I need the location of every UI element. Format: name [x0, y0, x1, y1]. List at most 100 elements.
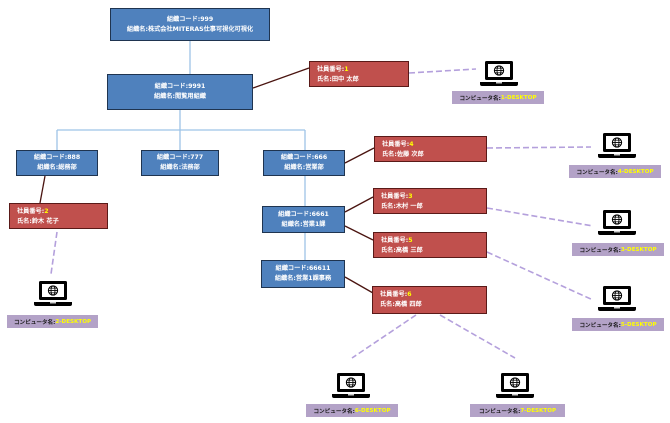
employee-link [344, 225, 374, 241]
computer-name-value: 2-DESKTOP [55, 318, 92, 325]
employee-name-line: 氏名:木村 一郎 [381, 202, 486, 212]
org-name-label: 組織名: [274, 275, 296, 282]
employee-link [39, 175, 46, 204]
computer-name-value: 5-DESKTOP [620, 321, 657, 328]
employee-box-3[interactable]: 社員番号:3 氏名:木村 一郎 [373, 188, 487, 214]
computer-name-prefix: コンピュータ名: [478, 408, 521, 415]
computer-links [50, 68, 594, 359]
computer-name-prefix: コンピュータ名: [579, 247, 621, 254]
computer-link [439, 314, 516, 359]
org-name-value: 法務部 [181, 164, 200, 171]
laptop-globe-icon [33, 279, 73, 309]
employee-box-1[interactable]: 社員番号:1 氏名:田中 太郎 [309, 61, 409, 87]
computer-link [486, 251, 594, 301]
computer-name-prefix: コンピュータ名: [13, 319, 56, 326]
org-box-888[interactable]: 組織コード:888 組織名:総務部 [16, 150, 98, 176]
org-name-label: 組織名: [284, 164, 306, 171]
employee-link [344, 196, 374, 213]
org-box-777[interactable]: 組織コード:777 組織名:法務部 [141, 150, 219, 176]
computer-name-value: 1-DESKTOP [500, 94, 537, 101]
employee-name-label: 氏名: [381, 203, 396, 210]
org-code-label: 組織コード: [278, 210, 312, 218]
employee-box-4[interactable]: 社員番号:4 氏名:佐藤 次郎 [374, 136, 487, 162]
computer-link [486, 207, 594, 227]
employee-name-line: 氏名:田中 太郎 [317, 75, 408, 85]
org-code-label: 組織コード: [166, 15, 201, 23]
org-box-999[interactable]: 組織コード:999 組織名:株式会社MITERAS仕事可視化可視化 [110, 8, 270, 41]
employee-number-label: 社員番号: [381, 237, 409, 244]
computer-name-label: コンピュータ名:6-DESKTOP [306, 404, 398, 417]
org-name-label: 組織名: [281, 220, 303, 228]
computer-link [408, 68, 477, 74]
employee-box-5[interactable]: 社員番号:5 氏名:高橋 三郎 [373, 232, 487, 258]
employee-link [252, 67, 310, 89]
org-code-label: 組織コード: [280, 154, 315, 161]
employee-name-value: 田中 太郎 [331, 76, 359, 83]
org-code-value: 666 [314, 154, 328, 161]
org-code-line: 組織コード:9991 [155, 82, 206, 92]
org-box-9991[interactable]: 組織コード:9991 組織名:閲覧用組織 [107, 74, 253, 110]
employee-name-value: 佐藤 次郎 [396, 151, 424, 158]
employee-name-label: 氏名: [317, 76, 332, 83]
org-name-line: 組織名:株式会社MITERAS仕事可視化可視化 [127, 25, 253, 35]
org-code-line: 組織コード:777 [157, 153, 203, 163]
org-code-line: 組織コード:888 [34, 153, 80, 163]
org-code-line: 組織コード:6661 [278, 210, 329, 220]
computer-link [50, 231, 58, 275]
org-name-line: 組織名:総務部 [37, 163, 77, 173]
org-box-6661[interactable]: 組織コード:6661 組織名:営業1課 [262, 206, 345, 233]
org-code-value: 6661 [311, 210, 329, 218]
laptop-globe-icon [331, 371, 371, 401]
org-name-line: 組織名:営業1課事務 [275, 274, 331, 284]
computer-name-prefix: コンピュータ名: [579, 322, 621, 329]
org-code-line: 組織コード:666 [281, 153, 327, 163]
employee-number-value: 1 [344, 66, 349, 73]
computer-name-label: コンピュータ名:7-DESKTOP [470, 404, 565, 417]
org-name-label: 組織名: [37, 164, 59, 171]
employee-box-6[interactable]: 社員番号:6 氏名:高橋 四郎 [372, 286, 487, 314]
employee-name-label: 氏名: [381, 247, 396, 254]
employee-name-label: 氏名: [17, 218, 32, 225]
employee-name-value: 高橋 三郎 [395, 247, 423, 254]
org-name-value: 株式会社MITERAS仕事可視化可視化 [147, 25, 254, 33]
employee-number-line: 社員番号:1 [317, 65, 408, 75]
org-name-value: 営業1課事務 [295, 275, 332, 282]
computer-name-value: 7-DESKTOP [520, 407, 557, 414]
employee-name-label: 氏名: [382, 151, 397, 158]
employee-box-2[interactable]: 社員番号:2 氏名:鈴木 花子 [9, 203, 108, 229]
computer-link [351, 314, 417, 359]
laptop-globe-icon [479, 59, 519, 89]
computer-link [486, 146, 592, 149]
employee-name-value: 鈴木 花子 [31, 218, 59, 225]
org-code-value: 9991 [188, 83, 206, 90]
employee-number-value: 4 [409, 141, 414, 148]
org-code-value: 888 [67, 154, 81, 161]
org-code-label: 組織コード: [275, 265, 309, 272]
org-code-label: 組織コード: [33, 154, 68, 161]
computer-name-value: 3-DESKTOP [620, 246, 657, 253]
org-box-666[interactable]: 組織コード:666 組織名:営業部 [263, 150, 345, 176]
laptop-globe-icon [597, 208, 637, 238]
computer-name-prefix: コンピュータ名: [459, 95, 501, 102]
employee-name-line: 氏名:高橋 三郎 [381, 246, 486, 256]
org-name-value: 総務部 [58, 164, 77, 171]
org-name-value: 営業部 [305, 164, 324, 171]
employee-name-label: 氏名: [380, 301, 395, 308]
org-code-value: 777 [190, 154, 204, 161]
org-code-value: 66611 [308, 265, 331, 272]
computer-name-label: コンピュータ名:2-DESKTOP [7, 315, 98, 328]
employee-number-label: 社員番号: [381, 193, 409, 200]
laptop-globe-icon [495, 371, 535, 401]
computer-name-value: 6-DESKTOP [354, 407, 391, 414]
org-name-line: 組織名:閲覧用組織 [154, 92, 206, 102]
employee-name-line: 氏名:高橋 四郎 [380, 300, 486, 310]
org-box-66611[interactable]: 組織コード:66611 組織名:営業1課事務 [261, 260, 345, 288]
employee-name-value: 高橋 四郎 [394, 301, 422, 308]
org-name-label: 組織名: [126, 25, 148, 33]
employee-number-line: 社員番号:6 [380, 290, 486, 300]
org-name-line: 組織名:法務部 [160, 163, 200, 173]
computer-name-label: コンピュータ名:1-DESKTOP [452, 91, 544, 104]
org-code-value: 999 [200, 15, 214, 23]
employee-number-value: 2 [44, 208, 49, 215]
